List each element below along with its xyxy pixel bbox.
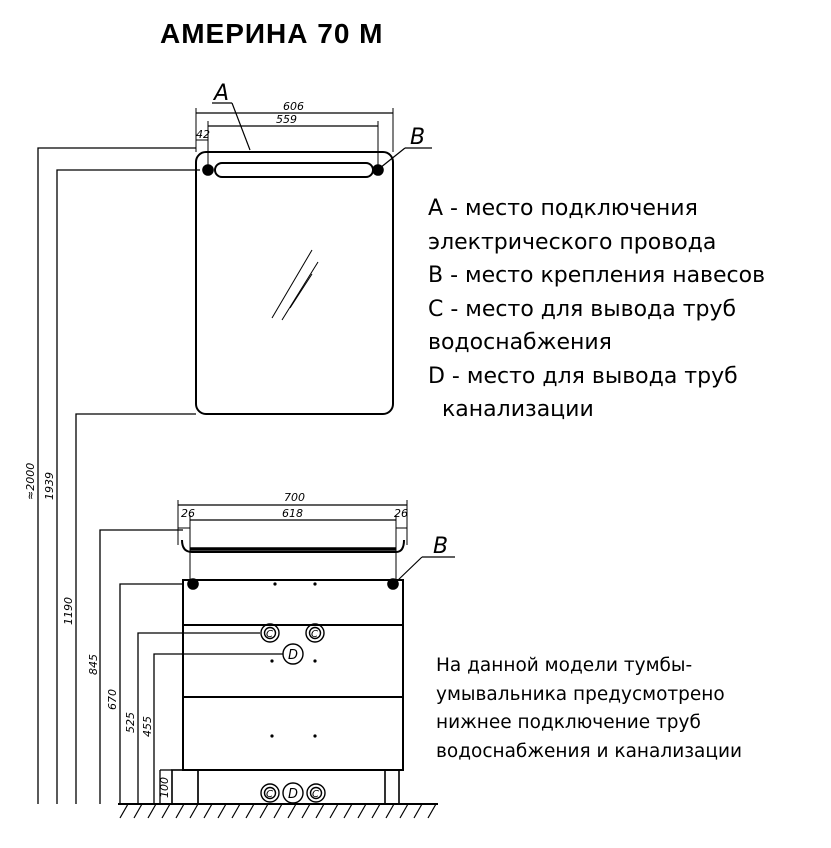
legend-line: канализации (442, 397, 594, 422)
cabinet-hang-point-left (187, 578, 199, 590)
dim-height-c-line: 525 (124, 712, 137, 733)
dim-cabinet-width: 700 (284, 491, 305, 504)
dim-mirror-width: 606 (283, 100, 304, 113)
legend-line: водоснабжения (428, 330, 612, 355)
dim-cabinet-hole-span: 618 (282, 507, 303, 520)
marker-b-mirror: B (410, 125, 425, 150)
note-line: умывальника предусмотрено (436, 683, 725, 705)
cabinet-leg-right (384, 769, 400, 805)
marker-c: C (266, 789, 273, 800)
mirror-glare-line (281, 261, 319, 321)
note-line: водоснабжения и канализации (436, 740, 743, 762)
c-outlet-upper-right (305, 623, 325, 643)
c-outlet-floor-left (260, 783, 280, 803)
page-title: АМЕРИНА 70 М (160, 18, 384, 49)
dim-cabinet-offset-right: 26 (394, 507, 408, 520)
dim-height-c-outlets: 670 (106, 689, 119, 710)
marker-c: C (266, 629, 273, 640)
dim-height-d-outlet: 455 (141, 716, 154, 737)
dim-height-legs: 100 (158, 777, 171, 798)
marker-c: C (312, 789, 319, 800)
note-line: На данной модели тумбы- (436, 655, 693, 676)
cabinet-body (182, 579, 404, 771)
marker-b-cabinet: B (433, 534, 448, 559)
legend-line: электрического провода (428, 229, 717, 255)
basin-top (181, 539, 405, 553)
dim-height-total: ≈2000 (24, 463, 37, 500)
legend-line: B - место крепления навесов (428, 263, 766, 288)
legend-line: C - место для вывода труб (428, 296, 737, 322)
legend-line: A - место подключения (428, 196, 698, 221)
installation-note: На данной модели тумбы- умывальника пред… (436, 652, 742, 766)
cabinet (171, 500, 455, 805)
dim-height-mirror-holes: 1939 (43, 472, 56, 500)
c-outlet-upper-left (260, 623, 280, 643)
mirror-light-strip (214, 162, 374, 178)
mirror-glare-line (289, 273, 313, 309)
cabinet-plinth (171, 769, 199, 805)
marker-d: D (288, 648, 298, 663)
dim-mirror-hole-span: 559 (276, 113, 297, 126)
mirror (195, 102, 432, 415)
dim-mirror-offset: 42 (196, 128, 210, 141)
dim-height-cabinet-holes: 845 (87, 654, 100, 675)
height-dimension-lines (37, 147, 283, 804)
marker-a: A (212, 81, 229, 106)
floor (118, 803, 438, 819)
dim-cabinet-offset-left: 26 (181, 507, 195, 520)
mirror-outline (195, 151, 394, 415)
c-outlet-floor-right (306, 783, 326, 803)
marker-d: D (288, 787, 298, 802)
legend-line: D - место для вывода труб (428, 363, 738, 389)
mirror-glare-line (271, 249, 313, 319)
legend: A - место подключения электрического про… (428, 192, 765, 427)
cabinet-hang-point-right (387, 578, 399, 590)
marker-c: C (311, 629, 318, 640)
note-line: нижнее подключение труб (436, 712, 701, 733)
dim-height-mirror-bottom: 1190 (62, 597, 75, 625)
